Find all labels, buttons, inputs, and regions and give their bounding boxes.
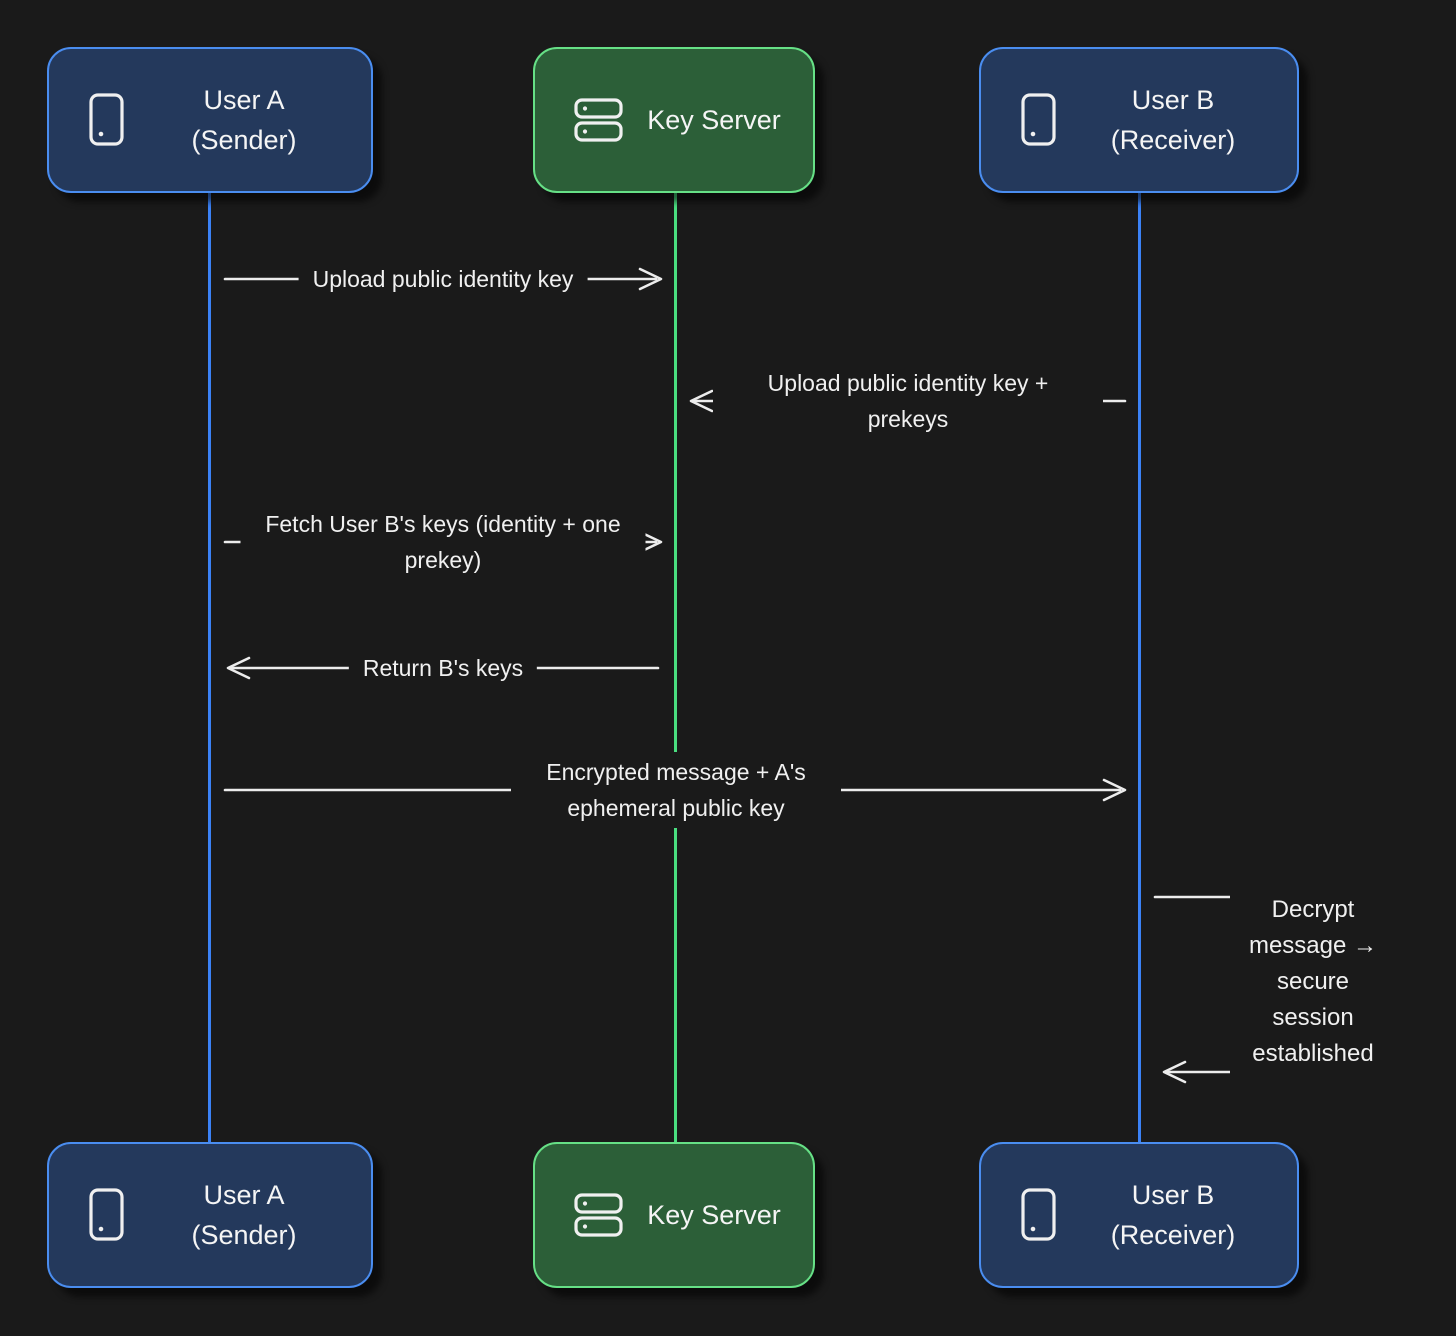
message-label-encrypted-message: Encrypted message + A's ephemeral public… — [511, 752, 841, 828]
actor-box-user-a: User A (Sender) — [47, 1142, 373, 1288]
actor-name: Key Server — [647, 105, 781, 135]
actor-name: User A — [203, 1180, 285, 1210]
arrowhead-left-icon — [1162, 1060, 1187, 1084]
actor-label: Key Server — [625, 1195, 813, 1235]
actor-box-user-b: User B (Receiver) — [979, 47, 1299, 193]
actor-role: (Sender) — [191, 1220, 297, 1250]
arrowhead-right-icon — [638, 267, 663, 291]
actor-role: (Receiver) — [1110, 125, 1236, 155]
lifeline-user-b — [1138, 193, 1141, 1142]
arrowhead-right-icon — [1102, 778, 1127, 802]
actor-name: User B — [1131, 85, 1215, 115]
actor-box-key-server: Key Server — [533, 1142, 815, 1288]
actor-label: User A (Sender) — [127, 80, 371, 160]
actor-label: User B (Receiver) — [1059, 1175, 1297, 1255]
smartphone-icon — [1019, 1187, 1059, 1243]
actor-role: (Sender) — [191, 125, 297, 155]
smartphone-icon — [87, 1187, 127, 1243]
lifeline-user-a — [208, 193, 211, 1142]
message-label-fetch-user-b-keys: Fetch User B's keys (identity + one prek… — [240, 504, 646, 580]
server-icon — [573, 1189, 625, 1241]
arrowhead-right-icon — [638, 530, 663, 554]
message-label-decrypt-message: Decrypt message → secure session establi… — [1230, 890, 1396, 1074]
actor-label: User B (Receiver) — [1059, 80, 1297, 160]
message-label-upload-identity-key: Upload public identity key — [298, 259, 588, 299]
actor-name: User A — [203, 85, 285, 115]
message-label-upload-identity-key-prekeys: Upload public identity key + prekeys — [713, 363, 1103, 439]
server-icon — [573, 94, 625, 146]
actor-label: User A (Sender) — [127, 1175, 371, 1255]
lifeline-key-server — [674, 193, 677, 1142]
actor-role: (Receiver) — [1110, 1220, 1236, 1250]
arrowhead-left-icon — [226, 656, 251, 680]
actor-box-user-b: User B (Receiver) — [979, 1142, 1299, 1288]
smartphone-icon — [1019, 92, 1059, 148]
actor-label: Key Server — [625, 100, 813, 140]
actor-name: Key Server — [647, 1200, 781, 1230]
message-label-return-b-keys: Return B's keys — [348, 648, 538, 688]
actor-box-key-server: Key Server — [533, 47, 815, 193]
actor-name: User B — [1131, 1180, 1215, 1210]
arrowhead-left-icon — [689, 389, 714, 413]
smartphone-icon — [87, 92, 127, 148]
actor-box-user-a: User A (Sender) — [47, 47, 373, 193]
